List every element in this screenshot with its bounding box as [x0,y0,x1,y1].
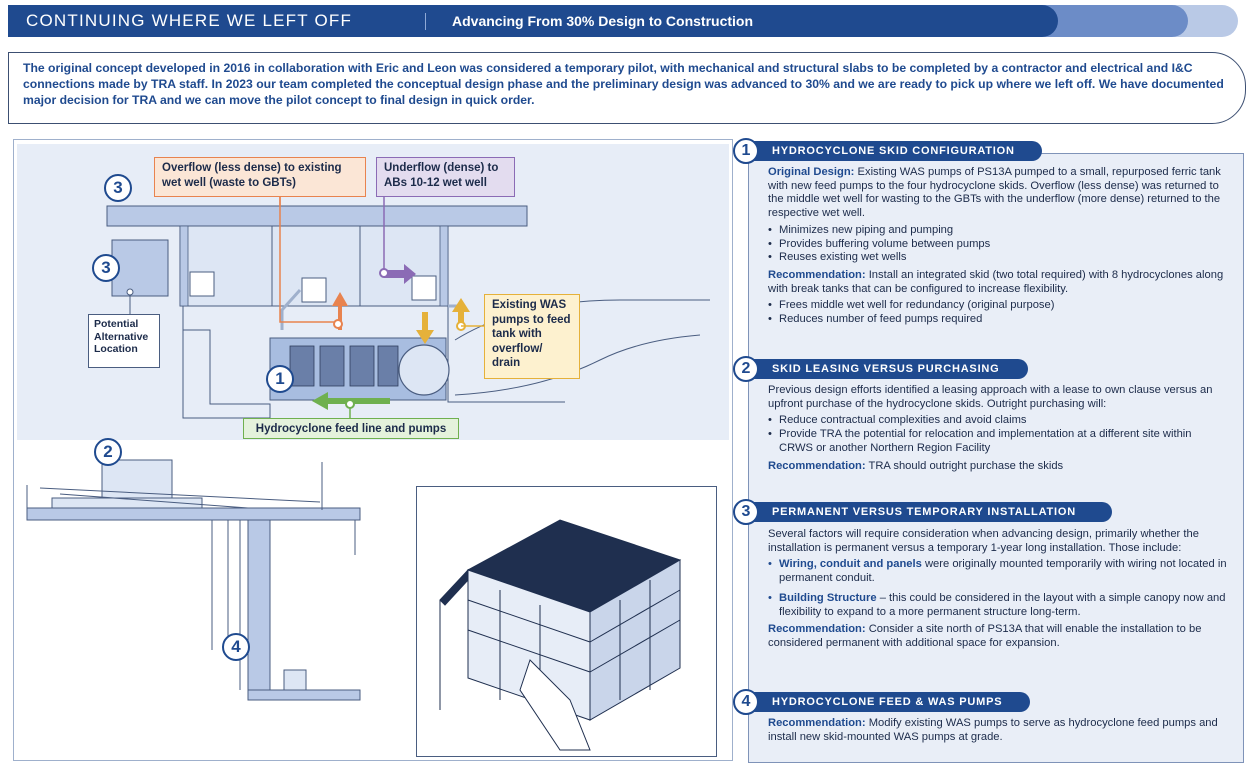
structure-pier-left [179,225,189,307]
underflow-dot [379,268,389,278]
section-2-text: Previous design efforts identified a lea… [768,384,1213,410]
was-arrow-1 [416,312,434,344]
feed-dot [345,399,355,409]
pump-skid-1 [289,345,315,387]
alt-location-dot [126,288,134,296]
page-title: CONTINUING WHERE WE LEFT OFF [26,11,353,30]
banner-fill [8,5,1058,37]
section-2-header: SKID LEASING VERSUS PURCHASING [754,359,1028,379]
section-2-rec-lead: Recommendation: [768,459,866,472]
section-3-text: Several factors will require considerati… [768,528,1199,554]
section-3-body: Several factors will require considerati… [768,528,1234,654]
section-base [247,689,361,701]
skid-stairs [519,659,591,751]
section-1-bullet: Reuses existing wet wells [768,251,1234,265]
section-3-bullet-wiring: Wiring, conduit and panels were original… [768,558,1234,585]
intro-box: The original concept developed in 2016 i… [8,52,1246,124]
section-2-number: 2 [733,356,759,382]
section-4-number: 4 [733,689,759,715]
section-3-title: PERMANENT VERSUS TEMPORARY INSTALLATION [772,506,1076,518]
hydrocyclone-icons [189,271,437,303]
section-1-rec-text: Install an integrated skid (two total re… [768,268,1224,295]
pump-skid-4 [377,345,399,387]
section-2-title: SKID LEASING VERSUS PURCHASING [772,363,1000,375]
section-3-header: PERMANENT VERSUS TEMPORARY INSTALLATION [754,502,1112,522]
skid-rail-3 [589,589,681,643]
section-2-body: Previous design efforts identified a lea… [768,384,1234,476]
pump-skid-3 [349,345,375,387]
underflow-arrow [384,264,416,284]
banner-divider [425,13,426,30]
intro-text: The original concept developed in 2016 i… [23,61,1224,107]
section-1-bullet: Minimizes new piping and pumping [768,224,1234,238]
skid-rail-4 [589,619,681,673]
isometric-skid [439,519,682,751]
section-3-rec-text: Consider a site north of PS13A that will… [768,623,1202,649]
section-3-bullet-building: Building Structure – this could be consi… [768,592,1234,619]
section-3-rec-lead: Recommendation: [768,623,866,636]
page-subtitle: Advancing From 30% Design to Constructio… [452,13,754,29]
pump-skids [289,345,399,387]
diagram-marker-4: 4 [222,633,250,661]
section-4-title: HYDROCYCLONE FEED & WAS PUMPS [772,696,1003,708]
section-4-header: HYDROCYCLONE FEED & WAS PUMPS [754,692,1030,712]
section-1-number: 1 [733,138,759,164]
diagram-marker-1: 1 [266,365,294,393]
section-skid-base [51,497,203,509]
section-pipe-run [39,487,321,503]
section-4-body: Recommendation: Modify existing WAS pump… [768,717,1234,747]
hydrocyclone-icon-2 [301,277,327,303]
section-4-rec-text: Modify existing WAS pumps to serve as hy… [768,717,1218,743]
section-1-text: Existing WAS pumps of PS13A pumped to a … [768,166,1221,220]
skid-platform [439,568,469,606]
section-1-header: HYDROCYCLONE SKID CONFIGURATION [754,141,1042,161]
overflow-line [279,197,338,323]
was-arrow-2 [452,298,470,330]
building-outline-right [447,306,565,403]
plan-view-diagram [26,197,710,751]
section-1-title: HYDROCYCLONE SKID CONFIGURATION [772,145,1015,157]
pump-skid-2 [319,345,345,387]
diagram-marker-3-alt: 3 [92,254,120,282]
skid-rail-1 [467,599,591,643]
overflow-callout: Overflow (less dense) to existing wet we… [154,157,366,197]
header-banner: CONTINUING WHERE WE LEFT OFF Advancing F… [8,5,1240,37]
section-1-rec-lead: Recommendation: [768,268,866,281]
alt-location-callout: Potential Alternative Location [88,314,160,368]
diagram-marker-2: 2 [94,438,122,466]
skid-side-face [589,559,681,721]
section-column [247,519,271,699]
section-1-rec-bullet: Reduces number of feed pumps required [768,313,1234,327]
underflow-callout: Underflow (dense) to ABs 10-12 wet well [376,157,515,197]
section-slab [26,507,361,521]
isometric-view-frame [416,486,717,757]
section-4-rec-lead: Recommendation: [768,717,866,729]
structure-top-band [106,205,528,227]
section-1-rec-bullet: Frees middle wet well for redundancy (or… [768,299,1234,313]
alternate-location-box [111,239,169,297]
curve-line-2 [454,334,701,396]
skid-rail-2 [467,629,591,673]
feed-line-callout: Hydrocyclone feed line and pumps [243,418,459,439]
diagram-marker-3-top: 3 [104,174,132,202]
hydrocyclone-icon-1 [189,271,215,297]
hydrocyclone-icon-3 [411,275,437,301]
feed-tank [398,344,450,396]
wet-well-middle [271,225,361,307]
section-pump [283,669,307,691]
section-1-lead: Original Design: [768,166,855,178]
overflow-dot [333,319,343,329]
section-1-bullet: Provides buffering volume between pumps [768,238,1234,252]
section-view [26,459,361,701]
section-2-bullet: Reduce contractual complexities and avoi… [768,414,1234,428]
section-2-bullet: Provide TRA the potential for relocation… [768,428,1234,455]
overflow-arrow [332,292,348,330]
section-pipe-run-2 [59,493,249,509]
was-pumps-callout: Existing WAS pumps to feed tank with ove… [484,294,580,379]
section-2-rec-text: TRA should outright purchase the skids [865,459,1064,472]
building-outline-lower [182,306,271,419]
structure-pier-right [439,225,449,307]
section-1-body: Original Design: Existing WAS pumps of P… [768,166,1234,331]
section-3-number: 3 [733,499,759,525]
